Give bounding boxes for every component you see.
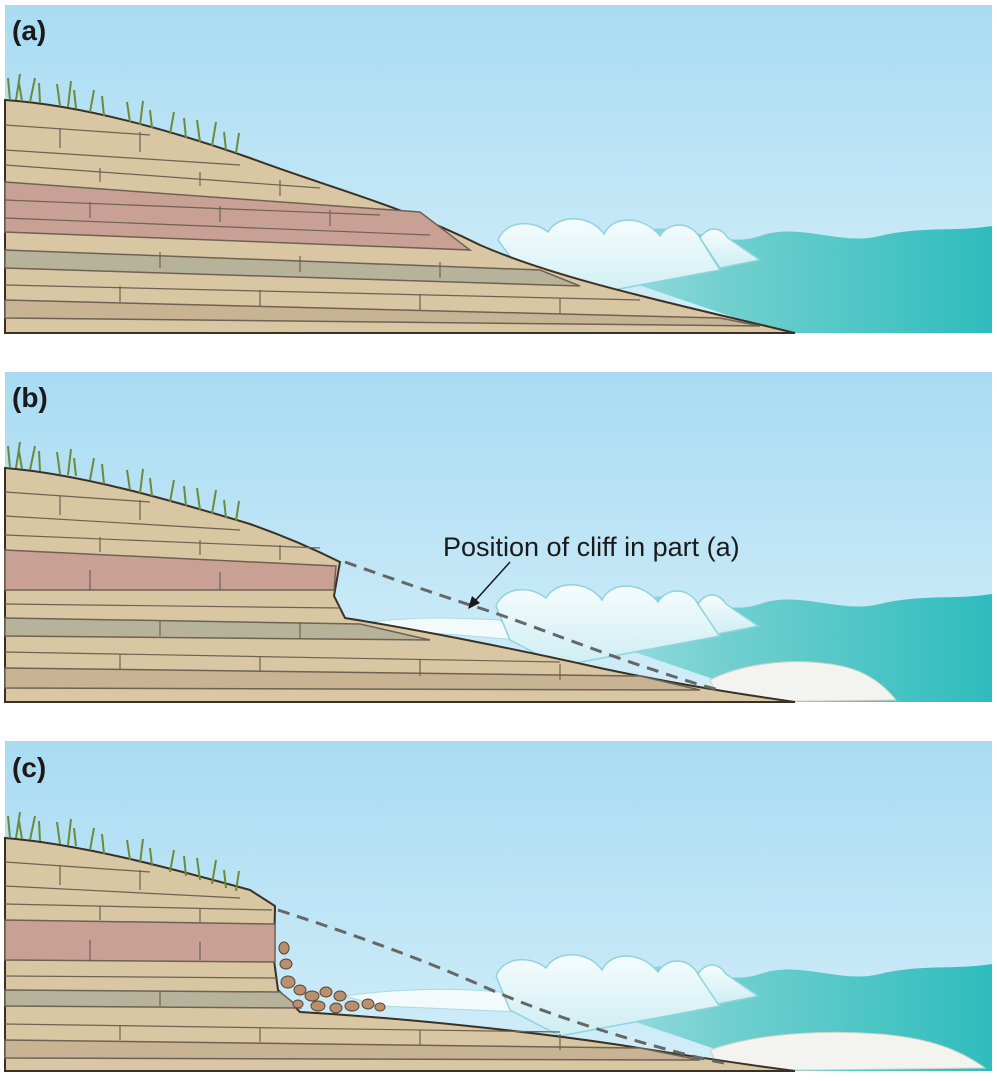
panel-label-c: (c)	[12, 752, 46, 783]
rock-bricks	[4, 861, 561, 1050]
former-cliff-dashed-line	[344, 560, 721, 692]
rock-bricks	[4, 491, 561, 680]
rock-debris	[278, 941, 386, 1014]
rock-bricks	[4, 124, 641, 314]
panel-label-b: (b)	[12, 382, 48, 413]
grass-tufts	[7, 441, 240, 522]
rock-strata	[4, 919, 701, 1061]
shallow-water	[344, 988, 522, 1013]
cliff-rock	[4, 466, 796, 703]
sediment-foam	[709, 1031, 987, 1072]
rock-strata	[4, 181, 761, 327]
panel-label-a: (a)	[12, 15, 46, 46]
panel-a: (a)	[4, 5, 992, 334]
annotation-label: Position of cliff in part (a)	[443, 532, 740, 562]
breaking-waves	[495, 954, 760, 1037]
panel-c: (c)	[4, 741, 992, 1072]
grass-tufts	[7, 811, 240, 892]
sediment-foam	[709, 661, 898, 703]
panel-b: Position of cliff in part (a) (b)	[4, 372, 992, 703]
breaking-waves	[495, 584, 760, 667]
grass-tufts	[7, 73, 240, 154]
rock-strata	[4, 549, 701, 691]
annotation-arrow	[468, 561, 511, 609]
